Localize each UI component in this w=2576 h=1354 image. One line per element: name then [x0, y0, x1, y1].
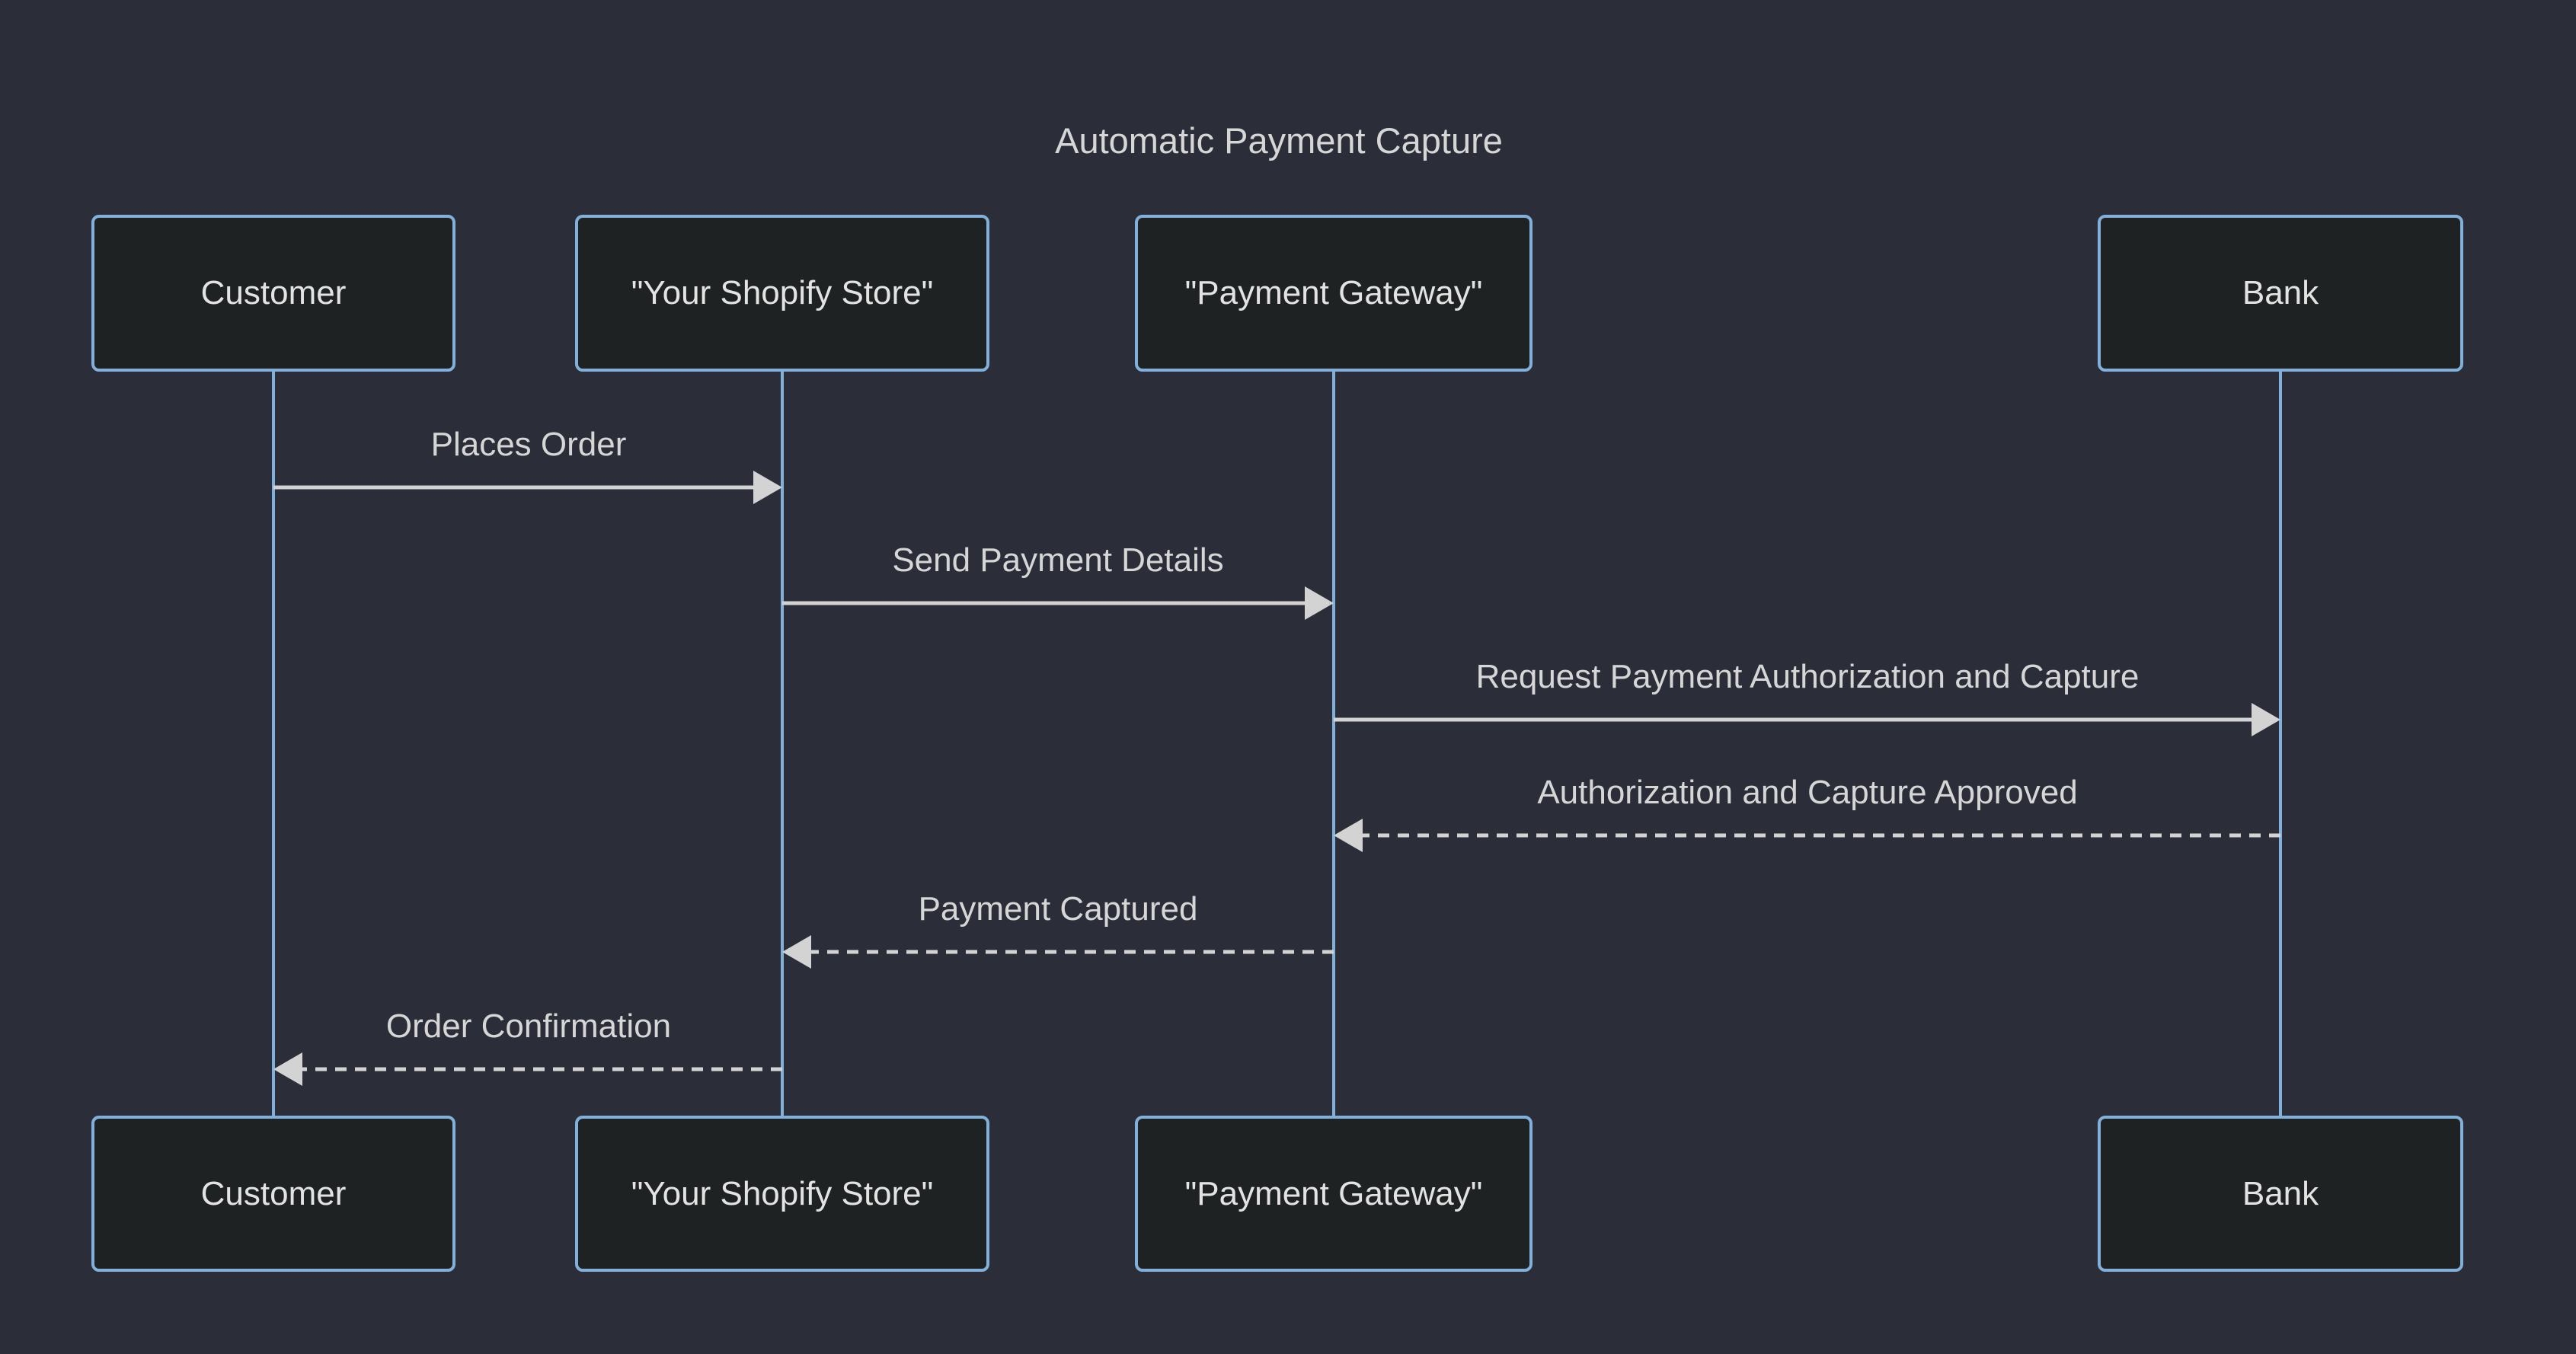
actor-top-payment-gateway-label: "Payment Gateway": [1184, 274, 1483, 311]
message-label-authorization-approved: Authorization and Capture Approved: [1537, 774, 2078, 811]
message-label-places-order: Places Order: [430, 426, 627, 463]
actor-bottom-shopify-store-label: "Your Shopify Store": [631, 1174, 934, 1212]
actor-bottom-customer: Customer: [91, 1116, 455, 1272]
arrowhead-payment-captured: [782, 935, 811, 969]
actor-top-bank: Bank: [2098, 215, 2463, 372]
actor-bottom-bank: Bank: [2098, 1116, 2463, 1272]
message-label-send-payment-details: Send Payment Details: [892, 541, 1224, 579]
actor-bottom-shopify-store: "Your Shopify Store": [575, 1116, 989, 1272]
actor-bottom-payment-gateway: "Payment Gateway": [1135, 1116, 1532, 1272]
diagram-title: Automatic Payment Capture: [1055, 120, 1503, 161]
actor-top-bank-label: Bank: [2242, 274, 2319, 311]
arrowhead-places-order: [753, 471, 782, 504]
arrowhead-order-confirmation: [273, 1052, 302, 1086]
actor-bottom-bank-label: Bank: [2242, 1174, 2319, 1212]
actor-bottom-customer-label: Customer: [200, 1174, 347, 1212]
actor-top-shopify-store: "Your Shopify Store": [575, 215, 989, 372]
arrowhead-request-authorization: [2252, 703, 2280, 736]
actor-top-customer: Customer: [91, 215, 455, 372]
message-label-order-confirmation: Order Confirmation: [385, 1008, 672, 1045]
actor-top-payment-gateway: "Payment Gateway": [1135, 215, 1532, 372]
arrowhead-send-payment-details: [1305, 586, 1334, 620]
message-label-payment-captured: Payment Captured: [918, 890, 1198, 928]
message-label-request-authorization: Request Payment Authorization and Captur…: [1475, 658, 2140, 695]
actor-top-customer-label: Customer: [200, 274, 347, 311]
actor-bottom-payment-gateway-label: "Payment Gateway": [1184, 1174, 1483, 1212]
arrowhead-authorization-approved: [1334, 819, 1363, 852]
actor-top-shopify-store-label: "Your Shopify Store": [631, 274, 934, 311]
